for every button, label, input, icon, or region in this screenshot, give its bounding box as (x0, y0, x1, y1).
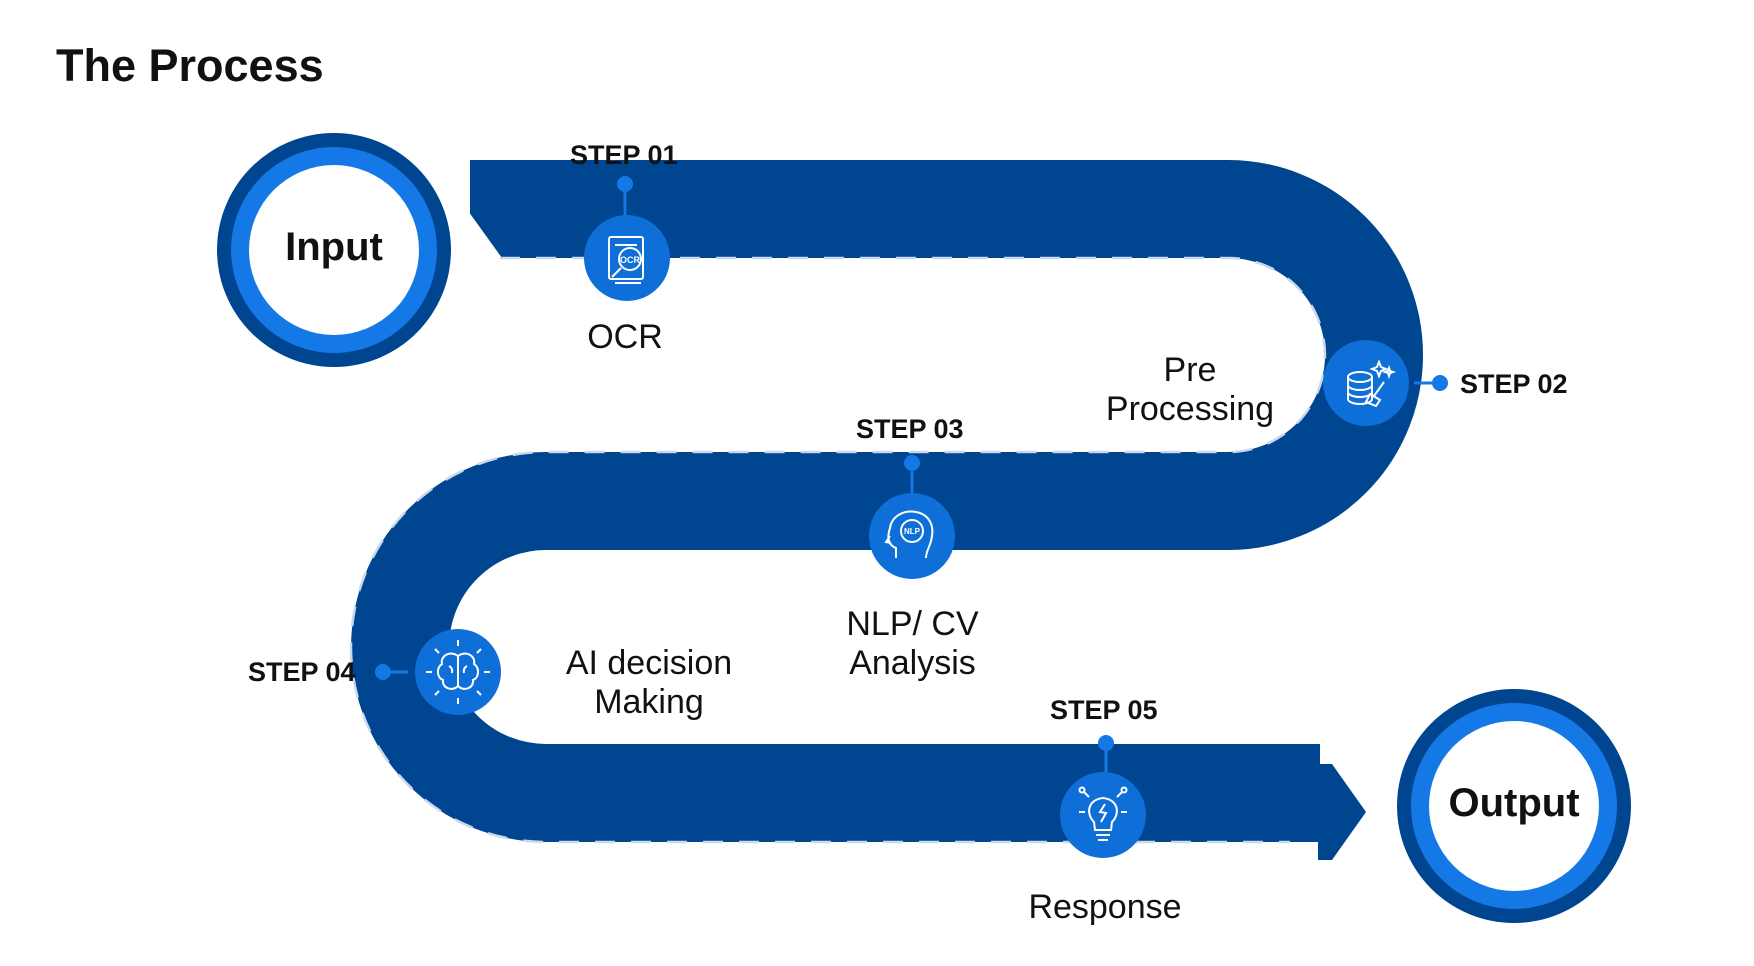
step-01-node: OCR (584, 215, 670, 301)
page-title: The Process (56, 40, 324, 91)
step-03-name: NLP/ CV Analysis (846, 605, 979, 682)
step-01-tag: STEP 01 (570, 140, 678, 170)
road-tail-notch (466, 208, 502, 308)
svg-text:OCR: OCR (620, 255, 641, 265)
step-02-node (1323, 340, 1409, 426)
step-02-name: Pre Processing (1105, 351, 1275, 428)
nlp-head-icon: NLP (884, 510, 934, 559)
step-05-node (1060, 772, 1146, 858)
database-cleaning-icon (1347, 359, 1397, 408)
step-02-tag: STEP 02 (1460, 369, 1568, 399)
step-05-connector (1098, 735, 1114, 775)
step-03-node: NLP (869, 493, 955, 579)
process-road (351, 160, 1423, 842)
step-04-node (415, 629, 501, 715)
svg-text:NLP: NLP (904, 527, 921, 536)
step-04-connector (375, 664, 408, 680)
brain-icon (426, 640, 490, 704)
input-circle (217, 133, 451, 367)
road-arrow-head (1318, 764, 1366, 860)
output-circle (1397, 689, 1631, 923)
input-label: Input (285, 225, 383, 269)
step-01-name: OCR (587, 318, 663, 356)
output-label: Output (1448, 781, 1580, 825)
step-03-connector (904, 455, 920, 497)
step-05-tag: STEP 05 (1050, 695, 1158, 725)
road-center-dashes (349, 256, 1327, 844)
lightbulb-icon (1078, 786, 1128, 841)
step-02-connector (1414, 375, 1448, 391)
step-03-tag: STEP 03 (856, 414, 964, 444)
step-05-name: Response (1028, 888, 1182, 926)
step-04-tag: STEP 04 (248, 657, 356, 687)
step-04-name: AI decision Making (565, 644, 733, 721)
step-01-connector (617, 176, 633, 216)
ocr-document-icon: OCR (608, 236, 644, 284)
